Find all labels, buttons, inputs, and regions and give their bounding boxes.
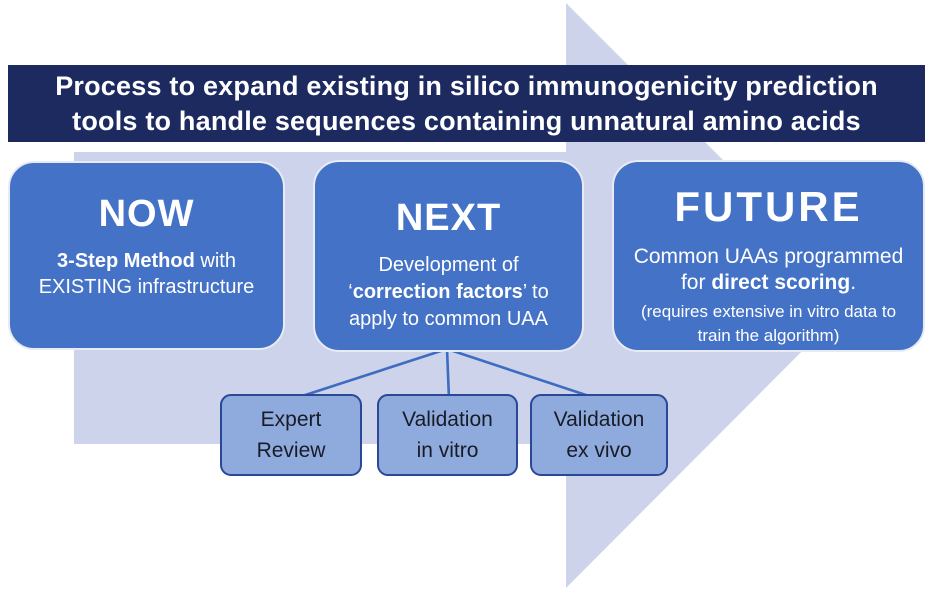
substep-validation-in-vitro-line1: Validation — [402, 408, 493, 431]
connector-line-right — [446, 347, 599, 401]
stage-now-body: 3-Step Method with EXISTING infrastructu… — [25, 248, 269, 300]
title-line-1: Process to expand existing in silico imm… — [55, 70, 878, 101]
stage-now-body-line1: 3-Step Method with — [57, 250, 236, 272]
substep-validation-ex-vivo-line2: ex vivo — [566, 439, 632, 462]
stage-next-body: Development of ‘correction factors’ to a… — [331, 252, 567, 333]
substep-expert-review: Expert Review — [220, 394, 362, 476]
stage-next-body-line3: apply to common UAA — [349, 308, 548, 330]
substep-expert-review-line1: Expert — [260, 408, 322, 431]
stage-next-heading: NEXT — [395, 197, 502, 239]
stage-future-body-line2: for direct scoring. — [680, 271, 857, 294]
stage-now-box: NOW 3-Step Method with EXISTING infrastr… — [8, 161, 285, 350]
stage-now-heading: NOW — [98, 193, 195, 235]
title-line-2: tools to handle sequences containing unn… — [72, 105, 861, 136]
substep-validation-ex-vivo: Validation ex vivo — [530, 394, 668, 476]
stage-future-heading: FUTURE — [674, 183, 863, 230]
connector-line-middle — [445, 348, 451, 400]
stage-next-box: NEXT Development of ‘correction factors’… — [313, 160, 584, 352]
stage-future-body-line1: Common UAAs programmed — [633, 245, 904, 268]
substep-expert-review-line2: Review — [256, 439, 326, 462]
stage-next-body-line2: ‘correction factors’ to — [348, 281, 549, 303]
stage-future-note: (requires extensive in vitro data to tra… — [623, 300, 915, 348]
stage-next-body-line1: Development of — [378, 254, 519, 276]
substep-validation-in-vitro: Validation in vitro — [377, 394, 518, 476]
stage-future-note-line1: (requires extensive in vitro data to — [640, 302, 897, 321]
stage-future-body: Common UAAs programmed for direct scorin… — [633, 244, 905, 296]
substep-validation-in-vitro-line2: in vitro — [416, 439, 479, 462]
title-banner: Process to expand existing in silico imm… — [8, 65, 925, 142]
stage-future-box: FUTURE Common UAAs programmed for direct… — [612, 160, 925, 352]
substep-validation-ex-vivo-line1: Validation — [553, 408, 645, 431]
stage-now-body-line2: EXISTING infrastructure — [38, 276, 255, 298]
stage-future-note-line2: train the algorithm) — [697, 326, 840, 345]
connector-line-left — [292, 347, 448, 401]
